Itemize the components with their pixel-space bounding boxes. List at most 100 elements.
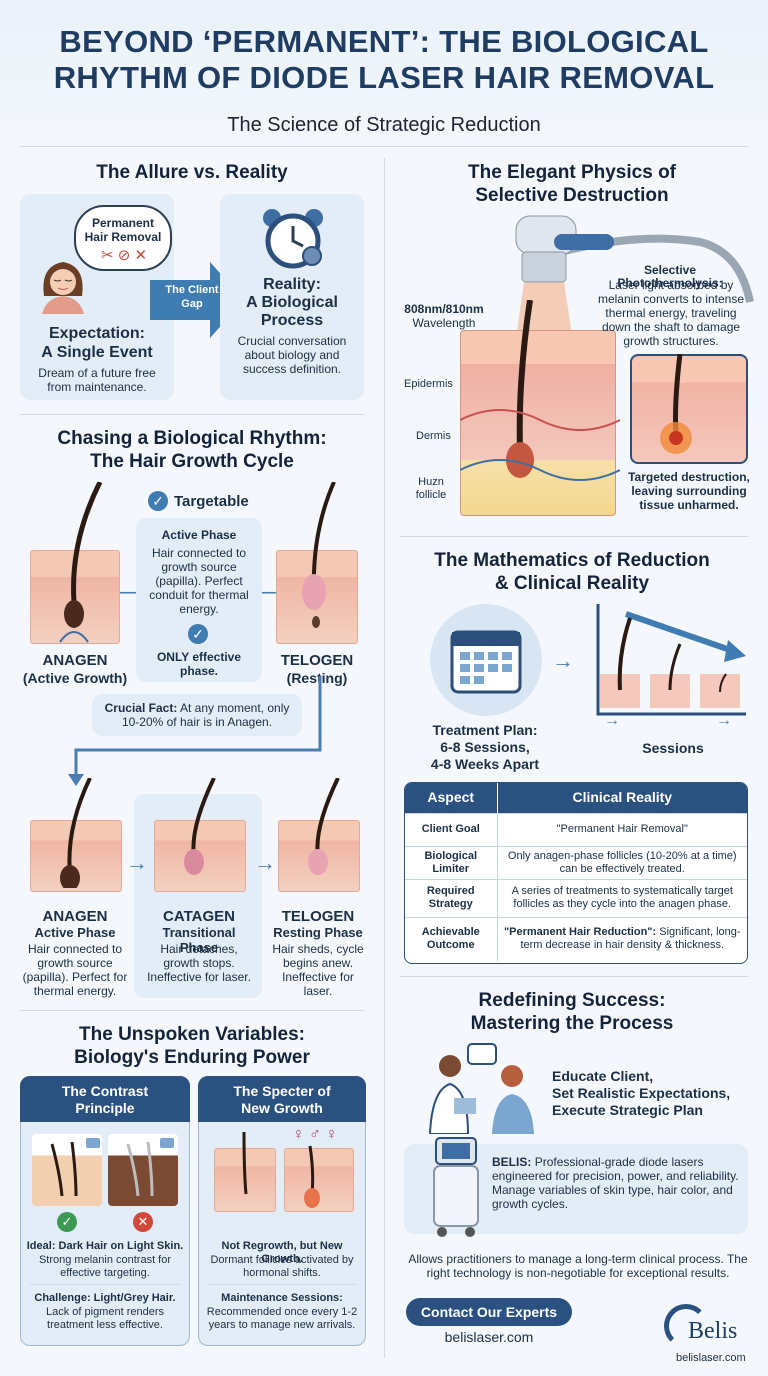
header-divider	[20, 146, 748, 147]
contrast-title-line1: The Contrast	[61, 1083, 149, 1099]
belis-logo: Belis	[688, 1318, 738, 1344]
contrast-header	[20, 1076, 190, 1122]
success-step1: Educate Client,	[552, 1068, 654, 1084]
ideal-text: Strong melanin contrast for effective ta…	[38, 1254, 172, 1279]
sessions-arrow-right: →	[716, 712, 732, 729]
allure-title: The Allure vs. Reality	[96, 162, 288, 183]
table-row: Achievable Outcome"Permanent Hair Reduct…	[405, 916, 747, 961]
client-gap-line1: The Client	[165, 284, 219, 296]
crossed-razor-icons: ✂ ⊘ ✕	[100, 247, 148, 264]
ideal-check-icon: ✓	[57, 1212, 77, 1232]
new-growth-hair-icon	[242, 1132, 320, 1208]
telogen-top-sub: (Resting)	[286, 670, 348, 686]
expectation-title-line2: A Single Event	[41, 344, 153, 361]
reality-title-line3: Process	[260, 312, 324, 329]
physics-title-line1: The Elegant Physics of	[468, 162, 676, 183]
physics-divider	[400, 536, 748, 537]
outcome-text: Significant, long-term decrease in hair …	[520, 926, 741, 952]
contrast-inner-divider	[30, 1284, 180, 1285]
reality-text: Crucial conversation about biology and s…	[237, 334, 347, 376]
phase-name-anagen: ANAGEN	[42, 908, 108, 925]
table-cell-aspect: Required Strategy	[405, 878, 498, 917]
crucial-fact-text: At any moment, only 10-20% of hair is in…	[121, 701, 290, 729]
table-header-cell: Aspect	[405, 783, 498, 813]
active-phase-card	[136, 518, 262, 682]
phase-hair-icon-telogen	[308, 778, 340, 875]
table-cell-reality: A series of treatments to systematically…	[497, 878, 747, 917]
selective-bold: Selective Photothermolysis:	[617, 263, 723, 290]
belis-logo-swoosh	[664, 1304, 708, 1348]
bubble-line1: Permanent	[91, 216, 155, 230]
cycle-divider	[20, 1010, 364, 1011]
laser-machine-icon	[433, 1137, 479, 1237]
anagen-top-sub: (Active Growth)	[22, 670, 128, 686]
allure-divider	[20, 414, 364, 415]
table-cell-reality: "Permanent Hair Reduction": Significant,…	[497, 916, 747, 961]
crucial-fact-bold: Crucial Fact:	[104, 701, 178, 715]
active-phase-text: Hair connected to growth source (papilla…	[149, 546, 249, 616]
plan-line2: 6-8 Sessions,	[440, 739, 530, 755]
calendar-icon	[450, 630, 522, 694]
arrow-active-to-telogen: —	[262, 584, 278, 601]
cycle-title-line1: Chasing a Biological Rhythm:	[57, 428, 327, 449]
plan-to-sessions-arrow: →	[552, 648, 574, 673]
targetable-label: Targetable	[174, 493, 249, 510]
specter-title-line2: New Growth	[241, 1100, 323, 1116]
phase-text-anagen: Hair connected to growth source (papilla…	[22, 942, 128, 998]
specter-title-line1: The Specter of	[233, 1083, 331, 1099]
page-subtitle: The Science of Strategic Reduction	[227, 114, 541, 136]
maintenance-bold: Maintenance Sessions:	[221, 1292, 343, 1304]
phase-sub-telogen: Resting Phase	[273, 925, 363, 940]
plan-line3: 4-8 Weeks Apart	[430, 756, 540, 772]
belis-body: Professional-grade diode lasers engineer…	[492, 1155, 739, 1211]
only-effective-text: ONLY effective phase.	[156, 650, 242, 678]
phase-sub-anagen: Active Phase	[34, 925, 116, 940]
table-cell-reality: Only anagen-phase follicles (10-20% at a…	[497, 845, 747, 879]
arrow-anagen-to-active: —	[120, 584, 136, 601]
phase-text-telogen: Hair sheds, cycle begins anew. Ineffecti…	[272, 942, 364, 998]
math-divider	[400, 976, 748, 977]
reduction-chart-icon	[596, 604, 746, 716]
variables-title-line1: The Unspoken Variables:	[79, 1024, 305, 1045]
follicle-hair-icon	[460, 300, 620, 481]
contact-button[interactable]: Contact Our Experts	[406, 1298, 572, 1326]
math-title-line2: & Clinical Reality	[494, 573, 650, 594]
belis-bold: BELIS:	[492, 1155, 532, 1169]
dermis-label: Dermis	[416, 430, 451, 442]
ideal-bold: Ideal: Dark Hair on Light Skin.	[26, 1240, 184, 1252]
hair-strands-icon	[50, 1138, 174, 1197]
thought-bubble	[74, 205, 172, 271]
specter-inner-divider	[208, 1284, 356, 1285]
crucial-fact: Crucial Fact: At any moment, only 10-20%…	[96, 701, 298, 729]
sessions-label: Sessions	[642, 740, 704, 756]
active-check-icon: ✓	[188, 624, 208, 644]
follicle-label-line2: follicle	[415, 489, 447, 501]
table-cell-aspect: Biological Limiter	[405, 845, 498, 879]
arrow-catagen-telogen: →	[254, 850, 276, 875]
follicle-label-line1: Huzn	[418, 476, 444, 488]
new-growth-skin-right	[284, 1148, 354, 1212]
belis-logo-url: belislaser.com	[676, 1352, 746, 1364]
hormone-icons: ♀ ♂ ♀	[292, 1126, 338, 1143]
maintenance-text: Recommended once every 1-2 years to mana…	[206, 1306, 358, 1331]
anagen-top-label: ANAGEN	[42, 652, 108, 669]
success-title-line1: Redefining Success:	[478, 990, 666, 1011]
telogen-top-label: TELOGEN	[280, 652, 354, 669]
header-band	[0, 0, 768, 150]
reality-title-line2: A Biological	[246, 294, 338, 311]
math-title-line1: The Mathematics of Reduction	[434, 550, 710, 571]
cycle-flow-arrow	[68, 676, 322, 786]
center-divider	[384, 158, 385, 1358]
contrast-title-line2: Principle	[75, 1100, 135, 1116]
belis-text: BELIS: Professional-grade diode lasers e…	[492, 1155, 740, 1211]
sessions-arrow-left: →	[604, 712, 620, 729]
website-link[interactable]: belislaser.com	[444, 1329, 534, 1345]
success-step3: Execute Strategic Plan	[552, 1102, 703, 1118]
skin-cross-section	[460, 330, 616, 516]
table-row: Client Goal"Permanent Hair Removal"	[405, 812, 747, 846]
reality-title-line1: Reality:	[263, 276, 321, 293]
phase-hair-icon-catagen	[184, 778, 216, 875]
